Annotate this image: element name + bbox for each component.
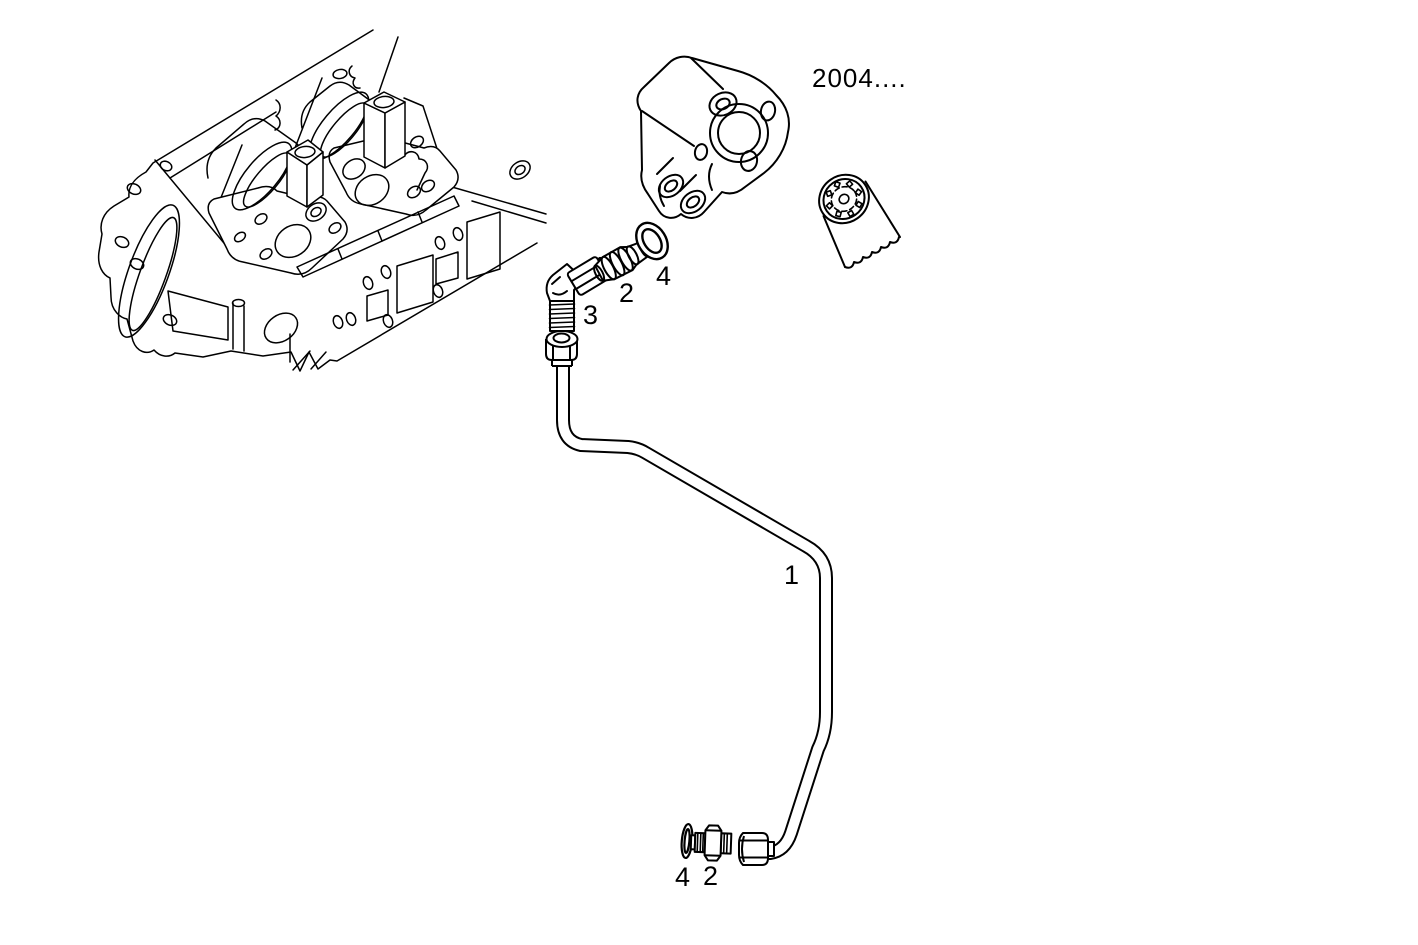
cylinder-head-drawing (97, 29, 547, 372)
part-label-pipe: 1 (784, 560, 800, 590)
part-label-seal-lower: 4 (675, 862, 691, 892)
part-label-elbow: 3 (583, 300, 599, 330)
pipe-end-nut-upper (545, 330, 579, 367)
seal-washer-upper-drawing (635, 221, 669, 261)
pipe-end-nut-lower (738, 832, 775, 866)
oil-filter-cartridge-drawing (818, 173, 901, 269)
model-year-note: 2004.... (812, 63, 907, 93)
part-label-union-lower: 2 (703, 861, 719, 891)
part-label-seal-upper: 4 (656, 261, 672, 291)
oil-filter-head-drawing (636, 55, 790, 219)
union-lower-drawing (689, 824, 733, 862)
part-label-union-upper: 2 (619, 278, 635, 308)
oil-pipe-drawing (556, 366, 833, 860)
